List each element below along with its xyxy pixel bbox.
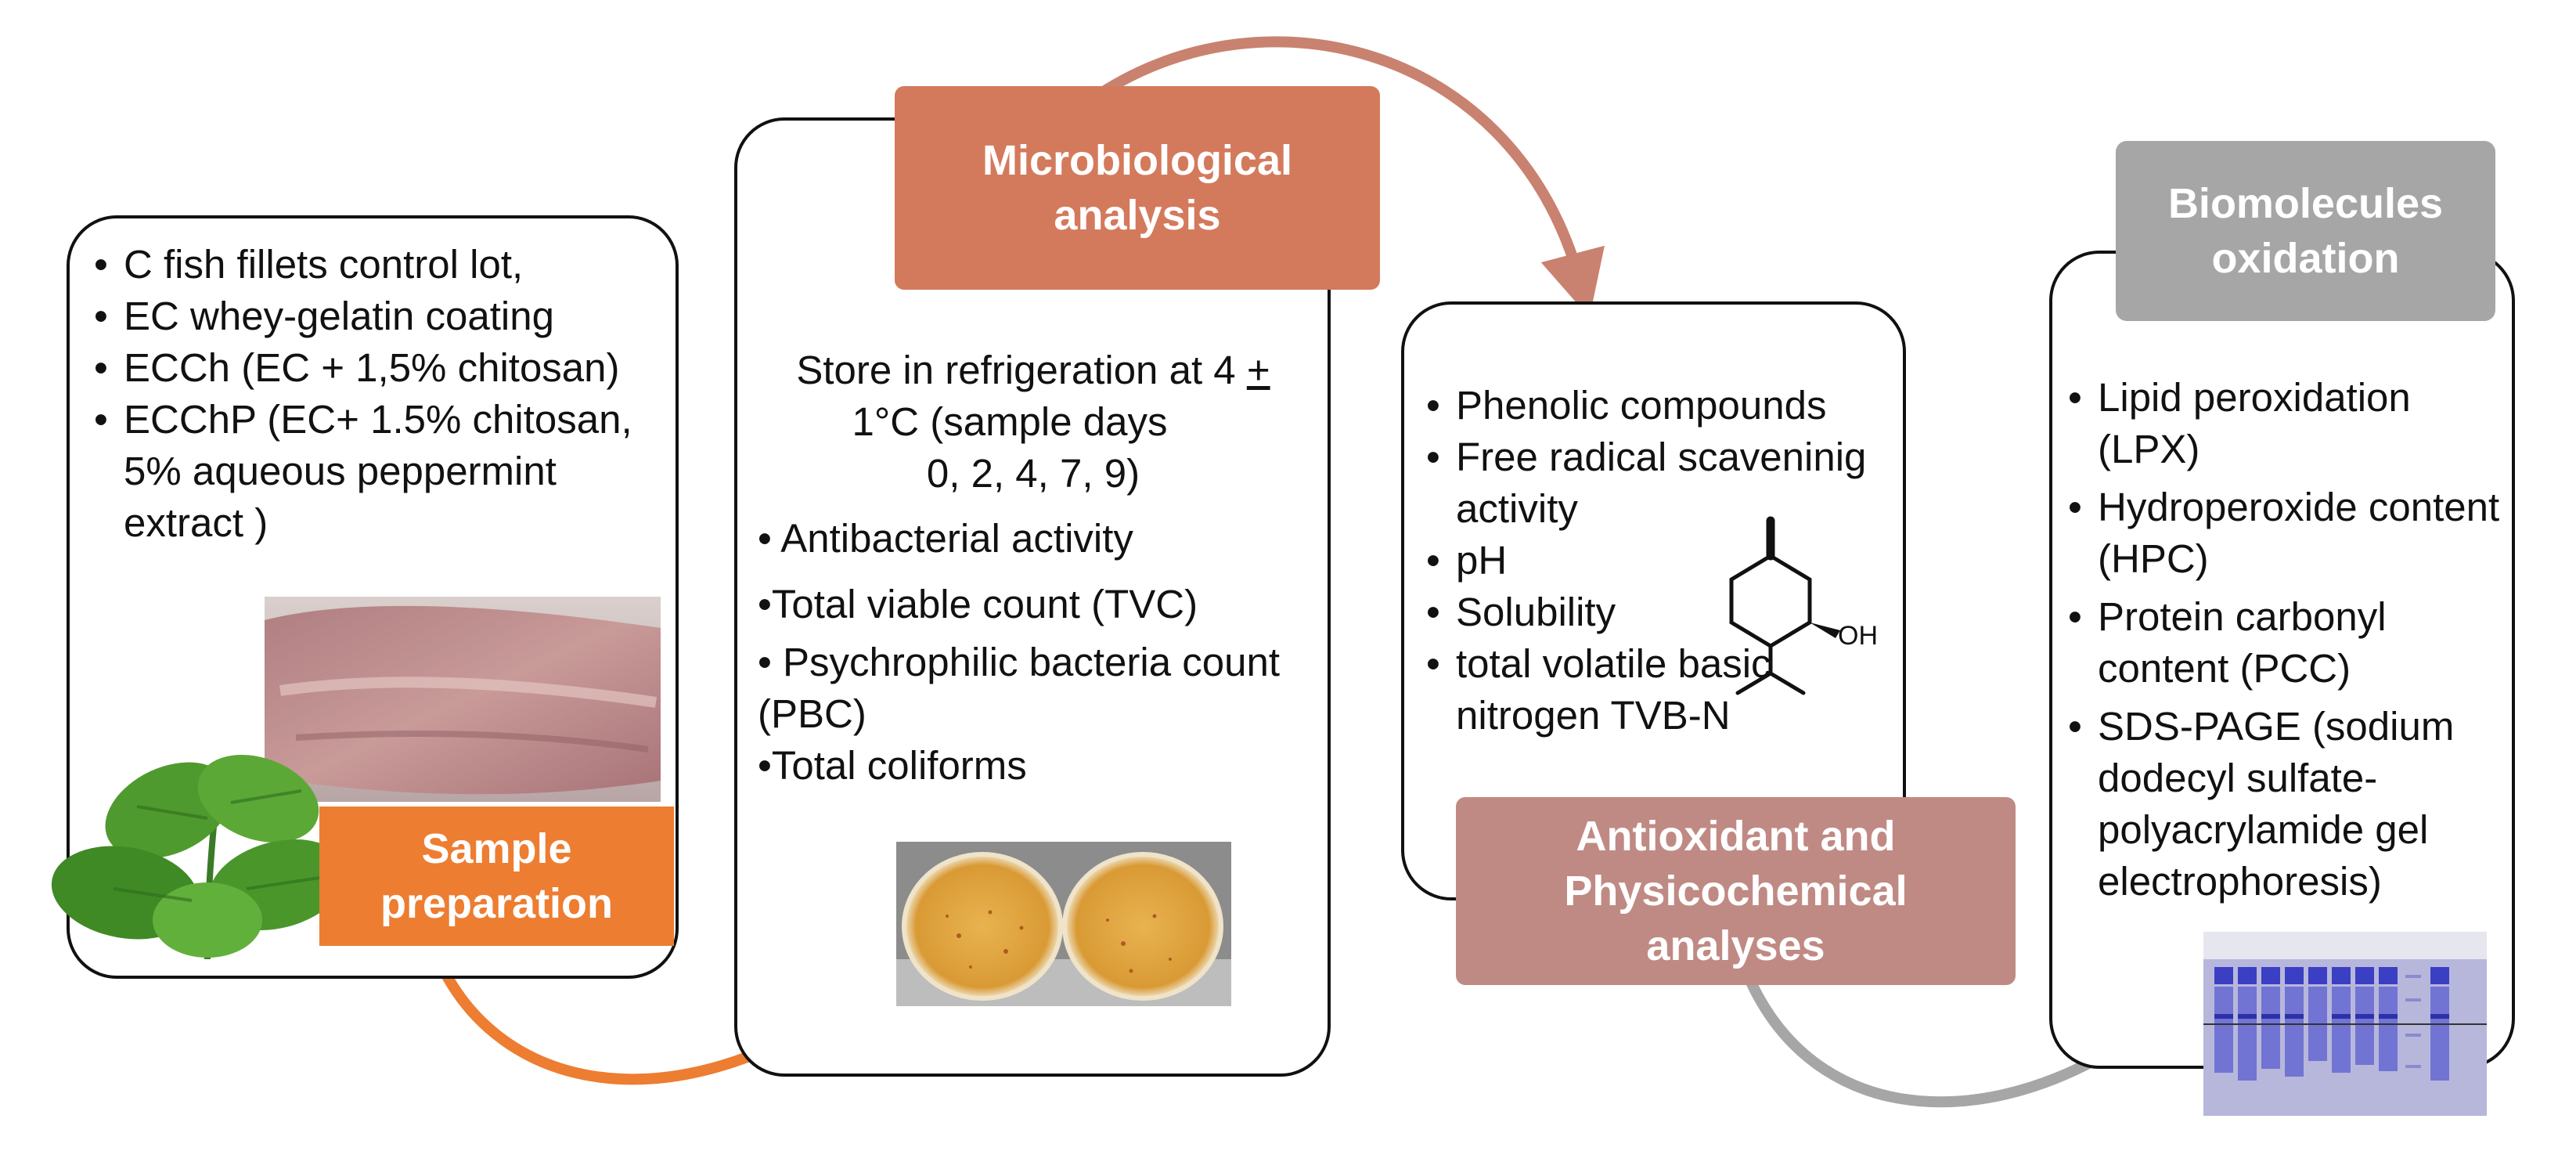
fish-fillet-photo	[265, 597, 661, 802]
list-item: EC whey-gelatin coating	[92, 290, 656, 342]
microbiological-tests-list: • Antibacterial activity •Total viable c…	[758, 513, 1306, 792]
list-item: pH	[1425, 535, 1894, 586]
physicochemical-label: Antioxidant and Physicochemical analyses	[1456, 797, 2016, 985]
microbiological-label: Microbiological analysis	[895, 86, 1380, 290]
list-item: C fish fillets control lot,	[92, 239, 656, 290]
list-item: Hydroperoxide content (HPC)	[2066, 482, 2505, 585]
list-item: Phenolic compounds	[1425, 380, 1894, 431]
petri-dishes-photo	[896, 842, 1231, 1006]
sample-lots-list: C fish fillets control lot, EC whey-gela…	[92, 239, 656, 549]
list-item: ECChP (EC+ 1.5% chitosan, 5% aqueous pep…	[92, 394, 656, 549]
list-item: Free radical scaveninig activity	[1425, 431, 1894, 535]
physicochemical-tests-list: Phenolic compounds Free radical scavenin…	[1425, 380, 1894, 742]
arrow-micro-to-antiox	[1097, 36, 1605, 318]
list-item: ECCh (EC + 1,5% chitosan)	[92, 342, 656, 394]
storage-line-2: 1°C (sample days	[852, 399, 1168, 444]
storage-line-1: Store in refrigeration at 4	[796, 348, 1247, 392]
list-item: Solubility	[1425, 586, 1894, 638]
list-item: total volatile basic nitrogen TVB-N	[1425, 638, 1894, 742]
biomolecules-tests-list: Lipid peroxidation (LPX) Hydroperoxide c…	[2066, 372, 2505, 908]
sample-preparation-label: Sample preparation	[319, 807, 674, 946]
storage-conditions: Store in refrigeration at 4 + 1°C (sampl…	[751, 345, 1315, 500]
biomolecules-label: Biomolecules oxidation	[2116, 141, 2495, 321]
peppermint-leaves-icon	[51, 754, 348, 960]
list-item: •Total coliforms	[758, 743, 1027, 788]
storage-line-3: 0, 2, 4, 7, 9)	[926, 451, 1140, 496]
list-item: • Antibacterial activity	[758, 516, 1133, 561]
list-item: SDS-PAGE (sodium dodecyl sulfate-polyacr…	[2066, 701, 2505, 908]
list-item: Protein carbonyl content (PCC)	[2066, 591, 2505, 695]
plus-minus-sign: +	[1246, 348, 1270, 392]
hydroxyl-label: OH	[1838, 621, 1878, 651]
menthol-molecule-icon: OH	[1729, 516, 1878, 695]
list-item: Lipid peroxidation (LPX)	[2066, 372, 2505, 475]
list-item: • Psychrophilic bacteria count (PBC)	[758, 640, 1281, 736]
list-item: •Total viable count (TVC)	[758, 582, 1198, 626]
sds-page-gel-photo	[2203, 932, 2487, 1116]
